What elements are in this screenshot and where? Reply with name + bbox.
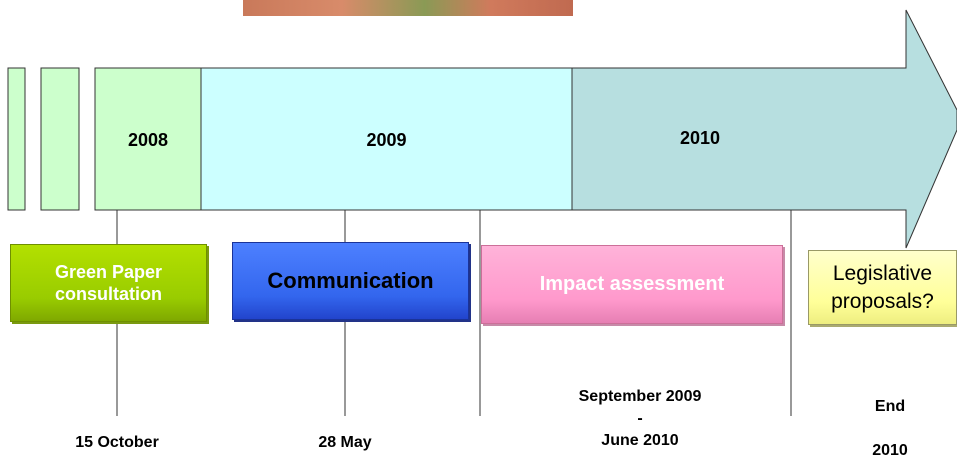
date-end-line-1: End — [874, 398, 906, 415]
phase-impact-assessment-label: Impact assessment — [539, 273, 725, 295]
header-photo — [243, 0, 573, 16]
date-label-impact-period: September 2009 - June 2010 — [520, 386, 760, 452]
date-impact-line-2: - — [637, 410, 643, 427]
date-impact-line-3: June 2010 — [601, 432, 679, 449]
year-segment-2010-arrow — [571, 9, 957, 249]
date-end-line-3: 2010 — [872, 442, 908, 459]
year-segment-2009 — [200, 67, 573, 211]
phase-legislative-line-2: proposals? — [831, 289, 934, 313]
phase-green-paper-line-2: consultation — [55, 284, 162, 304]
date-15-october-line-1: 15 October — [75, 434, 159, 451]
phase-green-paper-line-1: Green Paper — [54, 261, 163, 282]
lead-bar-1 — [7, 67, 26, 211]
phase-communication: Communication — [232, 242, 469, 320]
date-end-line-2 — [840, 418, 940, 440]
date-28-may-line-1: 28 May — [318, 434, 372, 451]
year-label-2010: 2010 — [679, 128, 721, 148]
year-label-2008: 2008 — [127, 130, 169, 150]
year-label-2009: 2009 — [366, 130, 407, 150]
phase-legislative-proposals: Legislative proposals? — [808, 250, 957, 325]
date-impact-line-1: September 2009 — [578, 388, 702, 405]
phase-impact-assessment: Impact assessment — [481, 245, 783, 324]
date-label-end-2010: End 2010 — [840, 396, 940, 462]
phase-legislative-line-1: Legislative — [832, 262, 933, 286]
lead-bar-2 — [40, 67, 80, 211]
date-label-15-october: 15 October — [20, 432, 214, 454]
phase-green-paper: Green Paper consultation — [10, 244, 207, 322]
phase-communication-label: Communication — [267, 268, 434, 293]
date-label-28-may: 28 May — [280, 432, 410, 454]
